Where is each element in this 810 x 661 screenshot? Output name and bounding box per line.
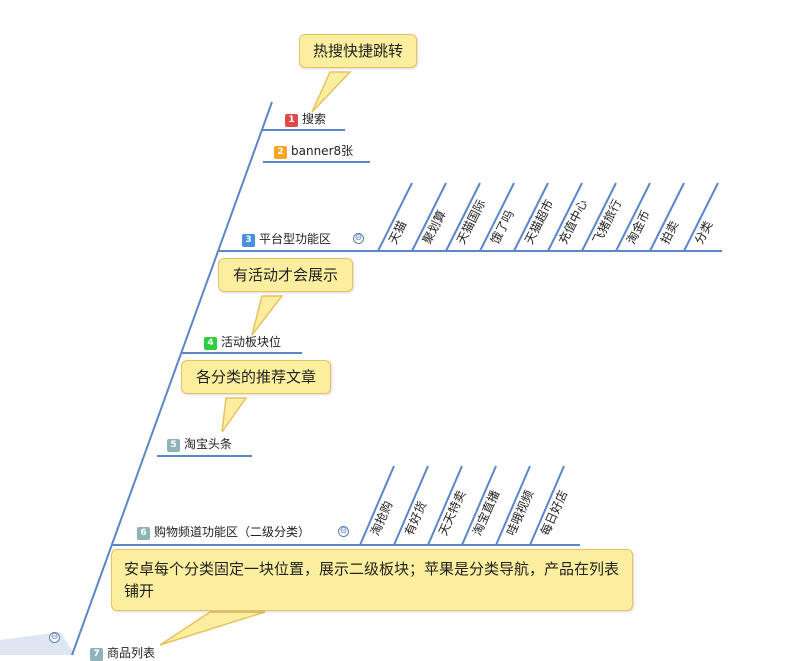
badge-6: 6	[137, 527, 150, 540]
branch-6-child-lines	[359, 465, 565, 546]
branch-6-collapse-toggle[interactable]: ⊖	[338, 526, 349, 537]
badge-3: 3	[242, 234, 255, 247]
branch-7-text: 商品列表	[107, 646, 156, 660]
branch-6-label[interactable]: 6 购物频道功能区（二级分类）	[137, 524, 310, 540]
branch-1-text: 搜索	[302, 112, 327, 126]
branch-4-label[interactable]: 4 活动板块位	[204, 334, 281, 350]
callout-shopping-channel: 安卓每个分类固定一块位置，展示二级板块；苹果是分类导航，产品在列表铺开	[111, 549, 633, 611]
branch-2-text: banner8张	[291, 144, 354, 158]
callout-headlines: 各分类的推荐文章	[181, 360, 332, 394]
branch-2-label[interactable]: 2 banner8张	[274, 143, 353, 159]
badge-4: 4	[204, 337, 217, 350]
spine-line	[71, 101, 273, 655]
callout-hot-search: 热搜快捷跳转	[299, 34, 418, 68]
branch-3-text: 平台型功能区	[259, 232, 332, 246]
callout-4-pointer	[159, 611, 266, 646]
branch-4-text: 活动板块位	[221, 335, 282, 349]
badge-5: 5	[167, 439, 180, 452]
branch-5-label[interactable]: 5 淘宝头条	[167, 436, 232, 452]
branch-3-label[interactable]: 3 平台型功能区	[242, 231, 331, 247]
branch-5-text: 淘宝头条	[184, 437, 233, 451]
callout-2-pointer	[251, 295, 284, 336]
root-node-shape	[0, 632, 75, 655]
badge-2: 2	[274, 146, 287, 159]
branch-3-child-lines	[377, 182, 719, 252]
callout-activity: 有活动才会展示	[218, 258, 354, 292]
badge-1: 1	[285, 114, 298, 127]
root-collapse-toggle[interactable]: ⊖	[49, 632, 60, 643]
callout-1-pointer	[311, 71, 352, 113]
branch-3-collapse-toggle[interactable]: ⊖	[353, 233, 364, 244]
branch-6-text: 购物频道功能区（二级分类）	[154, 525, 311, 539]
branch-1-label[interactable]: 1 搜索	[285, 111, 326, 127]
callout-3-pointer	[221, 397, 248, 433]
